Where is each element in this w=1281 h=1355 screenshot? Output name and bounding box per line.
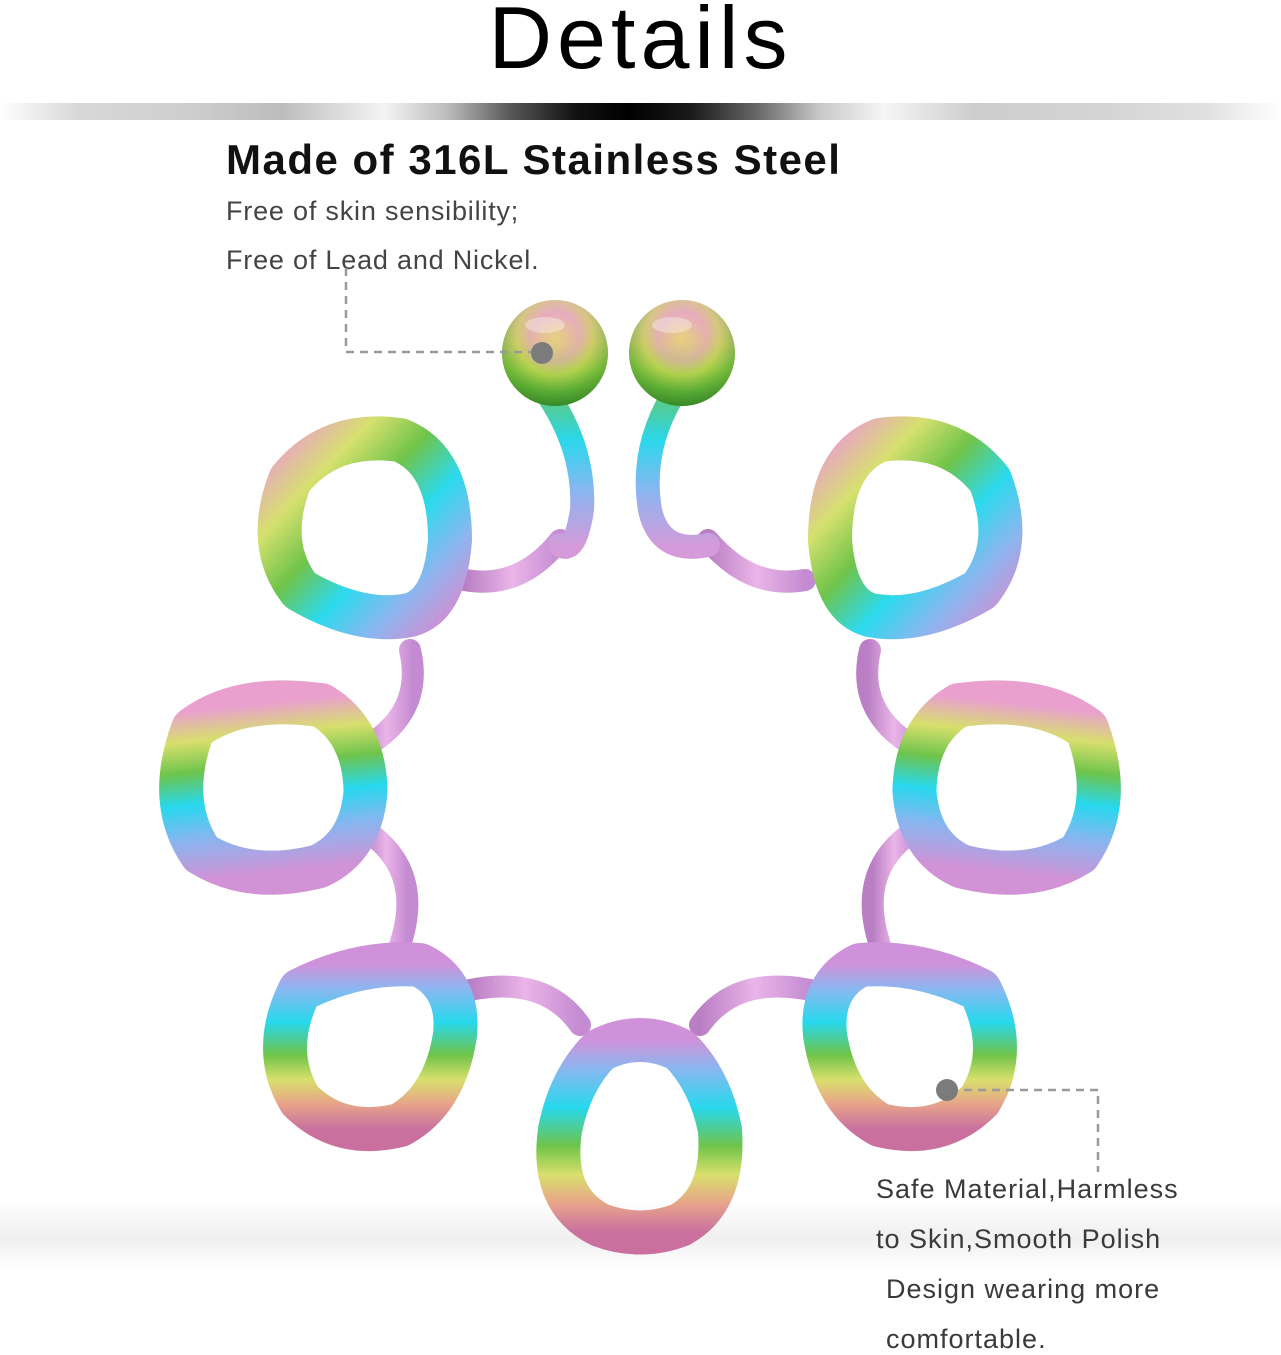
callout-line-4: comfortable. xyxy=(886,1324,1047,1354)
petal-mid-right xyxy=(892,680,1121,895)
ball-ends xyxy=(502,300,735,406)
ball-stems xyxy=(536,383,720,559)
page-title: Details xyxy=(488,0,793,87)
petal-top-right xyxy=(808,416,1023,640)
petal-bottom-left xyxy=(263,942,478,1152)
marker-dot-top xyxy=(531,342,553,364)
material-line-2: Free of Lead and Nickel. xyxy=(226,245,540,275)
petal-bottom-right xyxy=(802,942,1017,1152)
callout-line-1: Safe Material,Harmless xyxy=(876,1174,1179,1204)
petal-mid-left xyxy=(159,680,388,895)
marker-dot-bottom xyxy=(936,1079,958,1101)
callout-bottom xyxy=(936,1079,1100,1172)
callout-line-2: to Skin,Smooth Polish xyxy=(876,1224,1162,1254)
material-heading: Made of 316L Stainless Steel xyxy=(226,136,842,183)
divider-bar xyxy=(0,103,1281,120)
petal-top-left xyxy=(257,416,472,640)
callout-top xyxy=(344,268,553,364)
petal-rings xyxy=(159,416,1121,1255)
petal-bottom-center xyxy=(536,1018,743,1255)
material-line-1: Free of skin sensibility; xyxy=(226,196,520,226)
callout-line-3: Design wearing more xyxy=(886,1274,1161,1304)
